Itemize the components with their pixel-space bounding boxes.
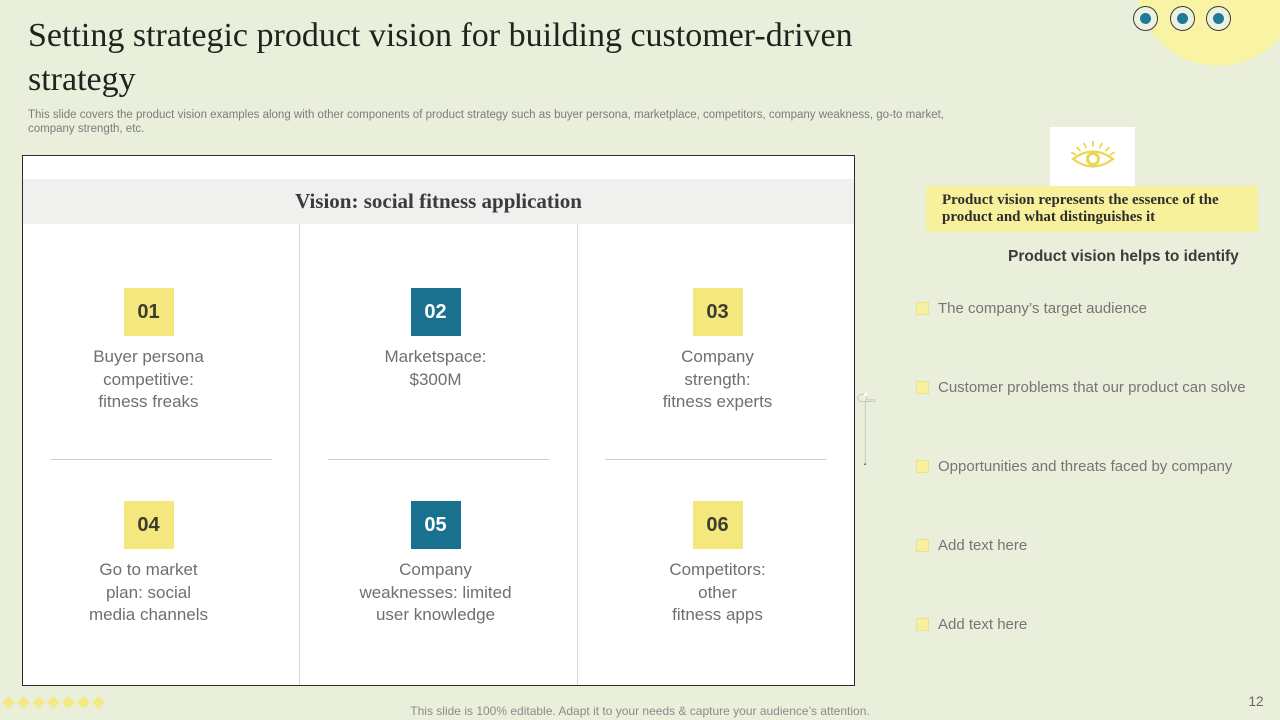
square-bullet-icon <box>916 617 929 631</box>
page-subtitle: This slide covers the product vision exa… <box>28 109 944 135</box>
number-badge: 03 <box>692 288 743 336</box>
page-title: Setting strategic product vision for bui… <box>28 17 853 98</box>
list-item-label: Add text here <box>938 615 1028 633</box>
row-divider <box>605 459 826 460</box>
number-badge: 06 <box>692 501 743 549</box>
column-divider <box>299 224 300 685</box>
target-dot-icon <box>1206 6 1231 31</box>
footer-note: This slide is 100% editable. Adapt it to… <box>410 704 870 718</box>
cell-text: Competitors: other fitness apps <box>669 560 766 624</box>
vision-cell-03: 03 Company strength: fitness experts <box>579 288 856 414</box>
cell-text: Buyer persona competitive: fitness freak… <box>93 347 204 411</box>
cell-text: Company strength: fitness experts <box>662 347 773 411</box>
dot-core-icon <box>1177 13 1188 24</box>
panel-subheading: Product vision helps to identify <box>1008 248 1239 265</box>
row-divider <box>328 459 549 460</box>
list-item: Opportunities and threats faced by compa… <box>916 456 1232 476</box>
eye-icon <box>1070 140 1115 168</box>
vision-cell-04: 04 Go to market plan: social media chann… <box>10 501 287 627</box>
cell-text: Marketspace: $300M <box>384 347 487 389</box>
vision-cell-01: 01 Buyer persona competitive: fitness fr… <box>10 288 287 414</box>
square-bullet-icon <box>916 538 929 552</box>
list-item-label: The company’s target audience <box>938 299 1148 317</box>
number-badge: 04 <box>123 501 174 549</box>
list-item: Customer problems that our product can s… <box>916 377 1246 397</box>
list-item-label: Customer problems that our product can s… <box>938 378 1246 396</box>
target-dot-icon <box>1133 6 1158 31</box>
timeline-end-dot <box>864 463 866 466</box>
timeline-connector <box>857 392 875 466</box>
highlight-callout: Product vision represents the essence of… <box>926 186 1258 232</box>
dot-core-icon <box>1213 13 1224 24</box>
row-divider <box>51 459 272 460</box>
vision-cell-02: 02 Marketspace: $300M <box>297 288 574 391</box>
list-item-label: Add text here <box>938 536 1028 554</box>
square-bullet-icon <box>916 301 929 315</box>
list-item-placeholder: Add text here <box>916 535 1027 555</box>
square-bullet-icon <box>916 380 929 394</box>
list-item-label: Opportunities and threats faced by compa… <box>938 457 1233 475</box>
target-dot-icon <box>1170 6 1195 31</box>
number-badge: 01 <box>123 288 174 336</box>
vision-cell-05: 05 Company weaknesses: limited user know… <box>297 501 574 627</box>
cell-text: Go to market plan: social media channels <box>88 560 209 624</box>
cell-text: Company weaknesses: limited user knowled… <box>359 560 512 624</box>
list-item: The company’s target audience <box>916 298 1147 318</box>
eye-icon-box <box>1050 127 1135 188</box>
column-divider <box>577 224 578 685</box>
list-item-placeholder: Add text here <box>916 614 1027 634</box>
vision-cell-06: 06 Competitors: other fitness apps <box>579 501 856 627</box>
square-bullet-icon <box>916 459 929 473</box>
number-badge: 02 <box>410 288 461 336</box>
vision-table: Vision: social fitness application 01 Bu… <box>22 155 855 686</box>
page-number: 12 <box>1248 694 1264 709</box>
connector-node <box>863 392 868 397</box>
dot-core-icon <box>1140 13 1151 24</box>
number-badge: 05 <box>410 501 461 549</box>
table-header: Vision: social fitness application <box>23 179 854 224</box>
